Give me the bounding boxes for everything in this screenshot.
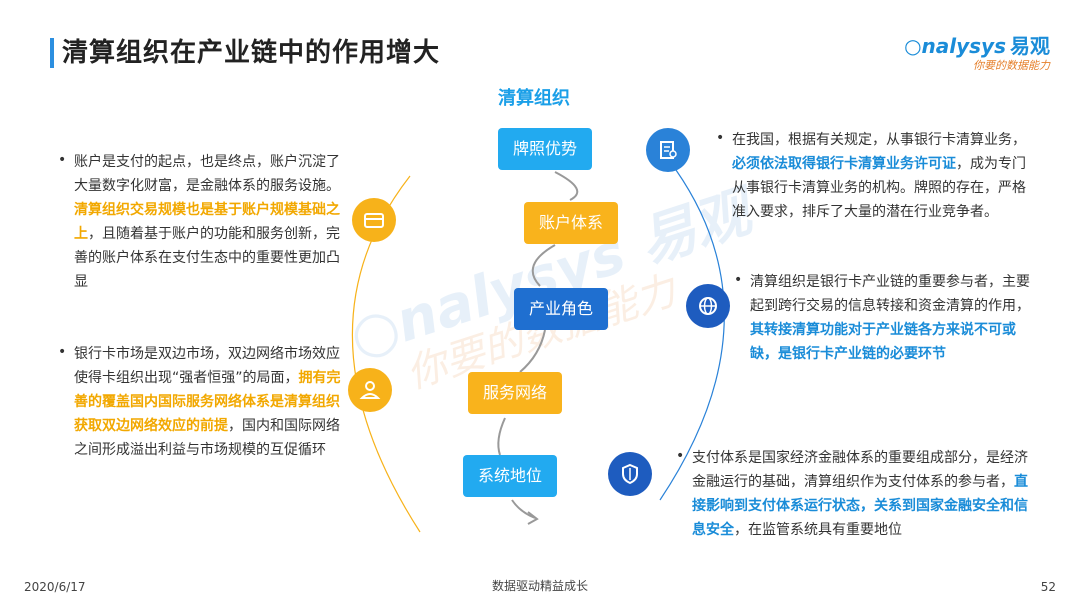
logo-slogan: 你要的数据能力 xyxy=(973,59,1050,72)
text-part: ，国内和国际网络之间形成溢出利益与市场规模的互促循环 xyxy=(74,418,340,458)
footer-slogan: 数据驱动精益成长 xyxy=(491,579,588,593)
text-part: 银行卡市场是双边市场，双边网络市场效应使得卡组织出现“强者恒强”的局面， xyxy=(74,346,340,386)
text-part: 在我国，根据有关规定，从事银行卡清算业务， xyxy=(732,132,1026,148)
left-text-account: 账户是支付的起点，也是终点，账户沉淀了大量数字化财富，是金融体系的服务设施。清算… xyxy=(74,150,344,294)
right-arc xyxy=(659,169,725,501)
text-highlight: 清算组织交易规模也是基于账户规模基础之上 xyxy=(74,202,340,242)
connector-4 xyxy=(497,417,506,456)
text-part: ，在监管系统具有重要地位 xyxy=(734,522,902,538)
license-icon xyxy=(646,128,690,172)
text-highlight: 直接影响到支付体系运行状态，关系到国家金融安全和信息安全 xyxy=(692,474,1028,538)
shield-icon xyxy=(608,452,652,496)
left-text-network: 银行卡市场是双边市场，双边网络市场效应使得卡组织出现“强者恒强”的局面，拥有完善… xyxy=(74,342,344,462)
connector-arrowhead xyxy=(527,511,539,525)
right-text-role: 清算组织是银行卡产业链的重要参与者，主要起到跨行交易的信息转接和资金清算的作用，… xyxy=(750,270,1032,366)
step-license: 牌照优势 xyxy=(498,128,592,170)
text-part: 支付体系是国家经济金融体系的重要组成部分，是经济金融运行的基础，清算组织作为支付… xyxy=(692,450,1028,490)
step-industry-role: 产业角色 xyxy=(514,288,608,330)
title-accent-bar xyxy=(50,38,54,68)
logo-en: nalysys xyxy=(921,34,1006,58)
text-part: ，且随着基于账户的功能和服务创新，完善的账户体系在支付生态中的重要性更加凸显 xyxy=(74,226,340,290)
connector-3 xyxy=(519,329,546,373)
card-icon xyxy=(352,198,396,242)
right-text-license: 在我国，根据有关规定，从事银行卡清算业务， 必须依法取得银行卡清算业务许可证，成为… xyxy=(732,128,1032,224)
bullet-dot: • xyxy=(734,272,743,288)
text-highlight: 其转接清算功能对于产业链各方来说不可或缺，是银行卡产业链的必要环节 xyxy=(750,322,1016,362)
footer-date: 2020/6/17 xyxy=(24,580,86,594)
logo-cn: 易观 xyxy=(1010,34,1050,58)
right-text-system: 支付体系是国家经济金融体系的重要组成部分，是经济金融运行的基础，清算组织作为支付… xyxy=(692,446,1032,542)
connector-1 xyxy=(554,171,579,201)
text-part: 清算组织是银行卡产业链的重要参与者，主要起到跨行交易的信息转接和资金清算的作用， xyxy=(750,274,1030,314)
step-service-network: 服务网络 xyxy=(468,372,562,414)
network-icon xyxy=(686,284,730,328)
bullet-dot: • xyxy=(58,152,67,168)
bullet-dot: • xyxy=(676,448,685,464)
text-highlight: 拥有完善的覆盖国内国际服务网络体系是清算组织获取双边网络效应的前提 xyxy=(74,370,341,434)
step-account: 账户体系 xyxy=(524,202,618,244)
center-title: 清算组织 xyxy=(498,88,570,109)
bullet-dot: • xyxy=(716,130,725,146)
page-title: 清算组织在产业链中的作用增大 xyxy=(62,38,441,68)
page-number: 52 xyxy=(1040,580,1056,594)
connector-2 xyxy=(531,244,556,287)
connector-5 xyxy=(511,499,536,519)
step-system-status: 系统地位 xyxy=(463,455,557,497)
text-part: ，成为专门从事银行卡清算业务的机构。牌照的存在，严格准入要求，排斥了大量的潜在行… xyxy=(732,156,1026,220)
text-part: 账户是支付的起点，也是终点，账户沉淀了大量数字化财富，是金融体系的服务设施。 xyxy=(74,154,340,194)
user-icon xyxy=(348,368,392,412)
bullet-dot: • xyxy=(58,344,67,360)
text-highlight: 必须依法取得银行卡清算业务许可证 xyxy=(732,156,956,172)
logo-ring: ○ xyxy=(904,34,922,58)
